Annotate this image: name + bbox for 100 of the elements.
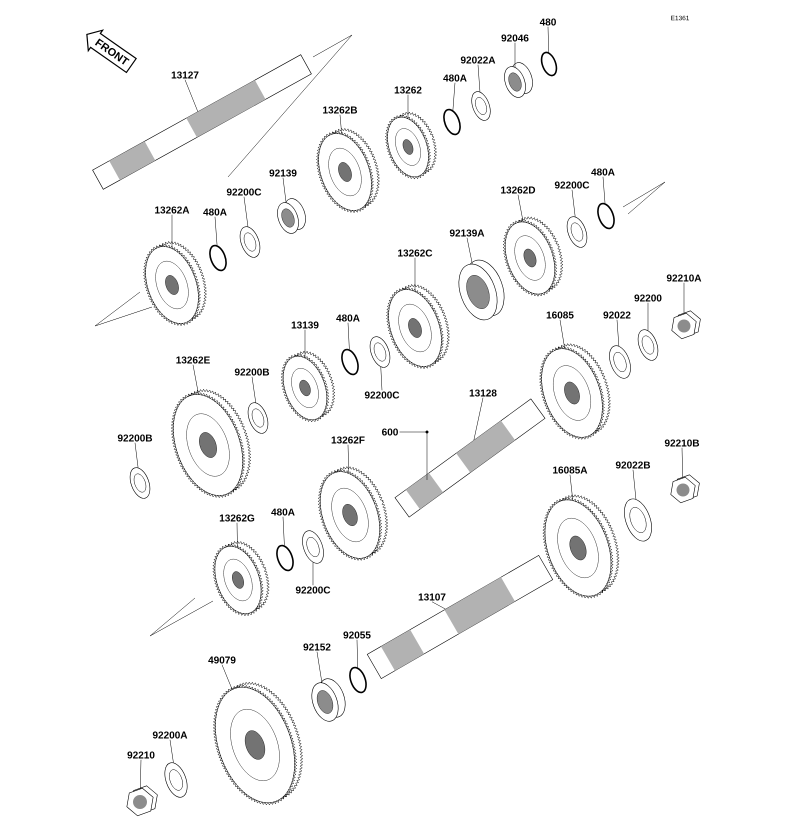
gear [213, 682, 304, 806]
leader-line [682, 448, 683, 478]
leader-line [348, 444, 350, 474]
callout-number: 16085 [546, 311, 574, 319]
retaining-ring [540, 52, 558, 76]
leader-line [348, 322, 350, 350]
gear [385, 112, 437, 180]
leader-line [414, 258, 416, 292]
leader-line [452, 82, 456, 110]
callout-number: 480A [443, 74, 467, 82]
callout-number: 480A [336, 314, 360, 322]
bearing [312, 678, 346, 722]
callout-number: 480 [540, 18, 556, 26]
washer [240, 226, 260, 258]
callout-number: 13262F [332, 436, 365, 444]
gear [542, 494, 620, 599]
leader-line [570, 474, 574, 501]
washer [624, 498, 652, 542]
callout-number: 92022 [603, 311, 630, 319]
callout-number: 92022A [460, 56, 496, 64]
leader-line [170, 740, 174, 763]
callout-number: 92200C [364, 391, 400, 399]
gear [143, 241, 207, 326]
gear [280, 350, 336, 422]
callout-number: 92200B [234, 368, 270, 376]
leader-line [380, 366, 382, 391]
leader-line [340, 114, 342, 134]
leader-line [282, 178, 286, 203]
leader-line [304, 330, 306, 358]
callout-number: 13262E [176, 356, 210, 364]
callout-number: 13127 [172, 71, 198, 79]
callout-number: 92139A [450, 229, 484, 237]
gear [170, 389, 252, 498]
washer [609, 345, 631, 379]
callout-number: 13128 [470, 389, 497, 397]
callout-number: 92210 [127, 751, 154, 759]
bearing [458, 260, 504, 320]
gear [212, 540, 270, 616]
callout-number: 13262A [155, 206, 190, 214]
retaining-ring [341, 348, 359, 376]
leader-line [184, 80, 198, 112]
leader-line [616, 320, 620, 346]
callout-number: 480A [271, 508, 295, 516]
leader-line [466, 238, 473, 264]
retaining-ring [597, 202, 615, 230]
washer [248, 402, 268, 434]
callout-number: 480A [203, 208, 227, 216]
callout-number: 92200A [152, 731, 188, 739]
leader-line [632, 470, 636, 500]
leader-line [514, 42, 516, 68]
leader-line [560, 320, 565, 349]
leader-line [474, 398, 484, 440]
gear [539, 343, 611, 440]
washer [638, 329, 658, 361]
callout-number: 13262C [398, 249, 432, 257]
callout-number: 13107 [418, 593, 446, 601]
leader-line [134, 442, 138, 468]
callout-number: 480A [591, 168, 615, 176]
leader-line [572, 190, 576, 217]
bearing [504, 62, 533, 98]
callout-number: 92046 [501, 34, 529, 42]
gear [386, 284, 450, 369]
retaining-ring [443, 108, 461, 136]
callout-number: 13139 [292, 321, 319, 329]
washer [302, 530, 324, 564]
gear [316, 128, 380, 213]
leader-line [244, 196, 248, 227]
leader-line [282, 516, 285, 546]
callout-number: 13262D [501, 186, 536, 194]
callout-number: 92022B [616, 461, 650, 469]
leader-line [312, 562, 314, 586]
washer [370, 336, 390, 368]
leader-line [432, 602, 446, 610]
bearing [277, 198, 306, 234]
callout-number: 92200C [226, 188, 262, 196]
leader-line [192, 364, 199, 395]
retaining-ring [276, 544, 294, 572]
callout-number: 92200 [634, 294, 662, 302]
leader-line [236, 522, 238, 548]
washer [130, 467, 150, 499]
retaining-ring [349, 666, 367, 694]
leader-line [518, 194, 524, 222]
callout-number: 92200C [296, 586, 330, 594]
leader-line [252, 376, 256, 403]
leader-line [478, 64, 480, 92]
washer [471, 91, 491, 121]
callout-number: 600 [382, 428, 398, 436]
washer [566, 216, 588, 248]
callout-number: 13262 [394, 86, 422, 94]
callout-number: 92055 [343, 631, 371, 639]
leader-line [602, 176, 606, 204]
callout-number: 49079 [208, 656, 236, 664]
callout-number: 92210A [666, 274, 702, 282]
callout-number: 13262G [220, 514, 254, 522]
callout-number: 92210B [664, 439, 700, 447]
washer [164, 762, 188, 798]
leader-line [399, 430, 428, 480]
callout-number: 16085A [553, 466, 588, 474]
callout-number: 13262B [323, 106, 358, 114]
leader-line [214, 216, 218, 246]
